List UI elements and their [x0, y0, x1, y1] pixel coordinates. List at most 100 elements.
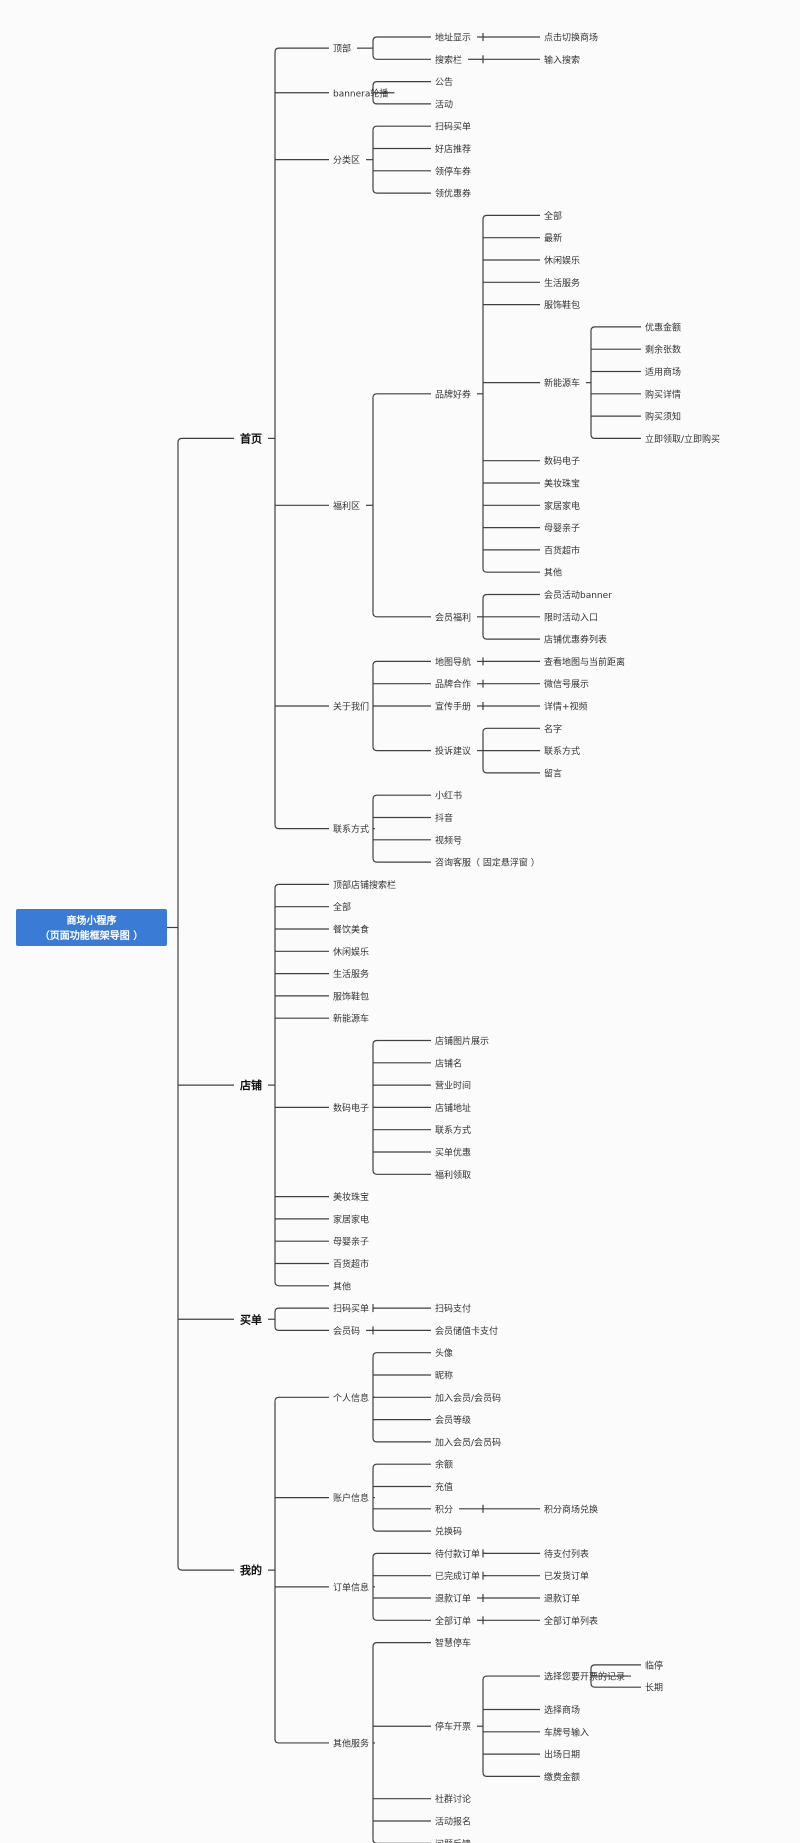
section-label: 首页 — [240, 431, 262, 445]
node-label: 福利区 — [333, 500, 360, 512]
branch — [482, 1772, 540, 1777]
node-label: 活动报名 — [435, 1816, 471, 1828]
node-label: 会员码 — [333, 1325, 360, 1337]
node-label: 其他 — [544, 567, 562, 579]
node-label: 账户信息 — [333, 1492, 369, 1504]
node-label: 输入搜索 — [544, 54, 580, 66]
node-label: 活动 — [435, 98, 453, 110]
node-label: 兑换码 — [435, 1526, 462, 1538]
node-label: 会员活动banner — [544, 589, 612, 601]
branch — [372, 1039, 431, 1045]
node-label: 联系方式 — [333, 823, 369, 835]
branch — [274, 1307, 329, 1313]
node-label: 百货超市 — [333, 1258, 369, 1270]
branch — [372, 1552, 431, 1558]
node-label: 生活服务 — [333, 968, 369, 980]
branch — [372, 55, 431, 60]
node-label: 停车开票 — [435, 1721, 471, 1733]
node-label: 购买须知 — [645, 411, 681, 423]
node-label: 全部 — [544, 210, 562, 222]
node-label: 休闲娱乐 — [333, 946, 369, 958]
branch — [274, 824, 329, 830]
branch — [274, 883, 329, 889]
root-box — [16, 909, 167, 946]
node-label: 家居家电 — [333, 1213, 369, 1225]
node-label: 服饰鞋包 — [544, 299, 580, 311]
section-label: 我的 — [240, 1563, 262, 1577]
node-label: 详情+视频 — [544, 701, 588, 713]
node-label: 选择商场 — [544, 1704, 580, 1716]
node-label: 积分商场兑换 — [544, 1503, 598, 1515]
branch — [372, 36, 431, 42]
node-label: 名字 — [544, 723, 562, 735]
node-label: 新能源车 — [333, 1013, 369, 1025]
branch — [590, 1664, 641, 1669]
node-label: 公告 — [435, 76, 453, 88]
node-label: 头像 — [435, 1347, 453, 1359]
branch — [372, 393, 431, 398]
node-label: 扫码支付 — [435, 1303, 471, 1315]
branch — [590, 1683, 641, 1688]
node-label: 退款订单 — [435, 1593, 471, 1605]
branch — [372, 1463, 431, 1469]
node-label: 买单优惠 — [435, 1147, 471, 1159]
root-title: 商场小程序 — [67, 914, 117, 927]
connector-lines — [167, 33, 641, 1843]
node-label: 生活服务 — [544, 277, 580, 289]
node-label: 留言 — [544, 767, 562, 779]
node-label: 其他服务 — [333, 1737, 369, 1749]
node-label: 联系方式 — [435, 1124, 471, 1136]
node-label: 关于我们 — [333, 701, 369, 713]
node-label: 长期 — [645, 1682, 663, 1694]
node-label: 品牌好券 — [435, 388, 471, 400]
node-label: 数码电子 — [333, 1102, 369, 1114]
node-label: 地址显示 — [435, 32, 471, 44]
branch — [372, 660, 431, 666]
node-labels: 首页顶部地址显示点击切换商场搜索栏输入搜索bannera轮播公告活动分类区扫码买… — [240, 32, 720, 1843]
branch — [372, 1527, 431, 1532]
node-label: 顶部 — [333, 43, 351, 55]
node-label: 数码电子 — [544, 455, 580, 467]
branch — [482, 635, 540, 640]
node-label: 个人信息 — [333, 1392, 369, 1404]
node-label: 全部订单 — [435, 1615, 471, 1627]
node-label: 地图导航 — [435, 656, 471, 668]
node-label: bannera轮播 — [333, 87, 388, 99]
node-label: 分类区 — [333, 154, 360, 166]
node-label: 微信号展示 — [544, 678, 589, 690]
node-label: 搜索栏 — [435, 54, 462, 66]
node-label: 福利领取 — [435, 1169, 471, 1181]
node-label: 昵称 — [435, 1370, 453, 1382]
node-label: 美妆珠宝 — [333, 1191, 369, 1203]
branch — [372, 99, 431, 105]
node-label: 加入会员/会员码 — [435, 1436, 501, 1448]
node-label: 店铺图片展示 — [435, 1035, 489, 1047]
node-label: 顶部店铺搜索栏 — [333, 879, 396, 891]
branch — [274, 47, 329, 53]
node-label: 退款订单 — [544, 1593, 580, 1605]
node-label: 其他 — [333, 1280, 351, 1292]
node-label: 咨询客服（ 固定悬浮窗 ） — [435, 857, 540, 869]
node-label: 临停 — [645, 1659, 663, 1671]
node-label: 休闲娱乐 — [544, 255, 580, 267]
node-label: 美妆珠宝 — [544, 478, 580, 490]
node-label: 缴费金额 — [544, 1771, 580, 1783]
node-label: 全部订单列表 — [544, 1615, 598, 1627]
branch — [372, 81, 431, 86]
branch — [372, 1437, 431, 1443]
node-label: 品牌合作 — [435, 678, 471, 690]
node-label: 视频号 — [435, 834, 462, 846]
branch — [372, 794, 431, 800]
node-label: 限时活动入口 — [544, 611, 598, 623]
node-label: 领停车券 — [435, 165, 471, 177]
node-label: 订单信息 — [333, 1581, 369, 1593]
branch — [177, 1566, 234, 1571]
branch — [482, 568, 540, 573]
node-label: 投诉建议 — [435, 745, 471, 757]
node-label: 餐饮美食 — [333, 924, 369, 936]
branch — [482, 727, 540, 733]
node-label: 优惠金额 — [645, 321, 681, 333]
node-label: 店铺地址 — [435, 1102, 471, 1114]
node-label: 好店推荐 — [435, 143, 471, 155]
node-label: 剩余张数 — [645, 344, 681, 356]
